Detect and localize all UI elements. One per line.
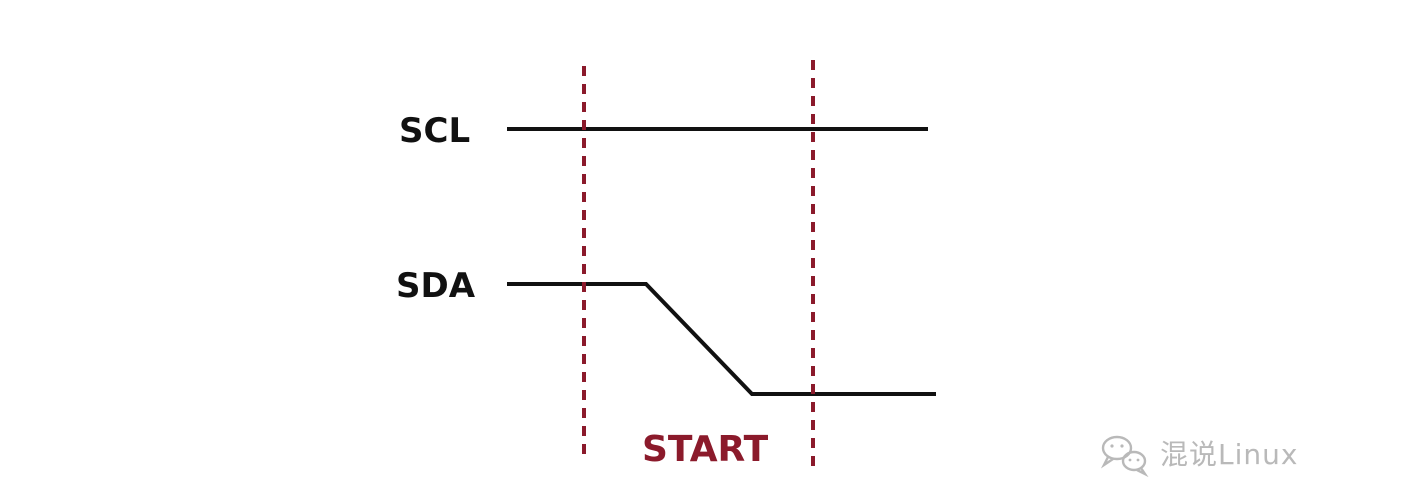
sda-waveform: [507, 282, 936, 396]
scl-label: SCL: [399, 111, 470, 151]
start-label: START: [642, 429, 769, 470]
sda-label: SDA: [396, 266, 476, 306]
watermark-text: 混说Linux: [1160, 438, 1298, 471]
wechat-icon: [1100, 435, 1149, 478]
